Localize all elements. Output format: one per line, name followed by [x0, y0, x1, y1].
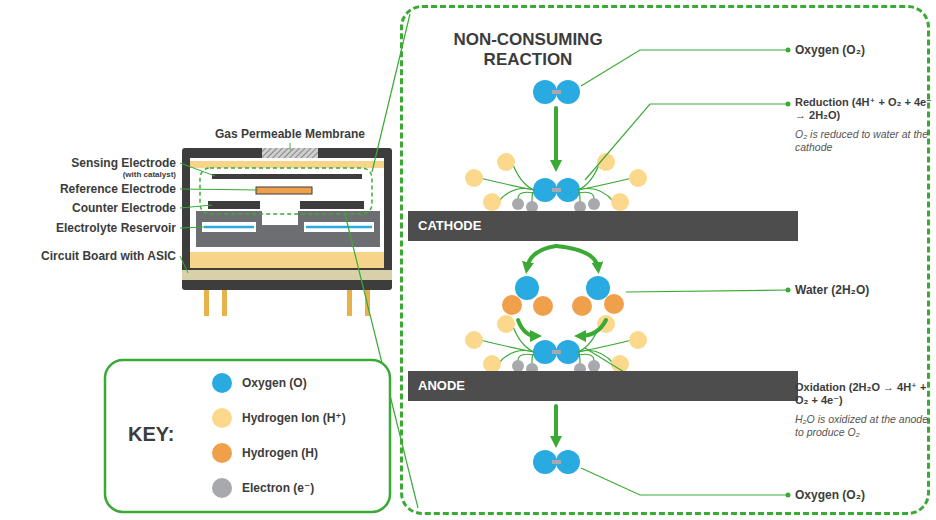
legend-text: Hydrogen Ion (H⁺): [242, 411, 346, 425]
electrode-name: CATHODE: [408, 211, 798, 241]
part-note: (with catalyst): [123, 170, 176, 180]
part-label: Counter Electrode: [72, 201, 176, 215]
legend-text: Electron (e⁻): [242, 481, 314, 495]
molecules: [502, 80, 624, 474]
species-label: Oxygen (O₂): [795, 43, 865, 57]
key-heading: KEY:: [128, 422, 174, 446]
leader-dots: [786, 48, 791, 498]
part-label: Gas Permeable Membrane: [200, 127, 380, 141]
reaction-equation: Oxidation (2H₂O → 4H⁺ + O₂ + 4e⁻): [795, 381, 933, 407]
reaction-note: H₂O is oxidized at the anode to produce …: [795, 413, 933, 438]
legend-swatch: [212, 478, 232, 498]
legend-text: Hydrogen (H): [242, 446, 318, 460]
part-label: Sensing Electrode: [71, 156, 176, 170]
legend-swatch: [212, 373, 232, 393]
ion-cluster: [465, 153, 647, 375]
electrode-name: ANODE: [408, 371, 798, 401]
part-label: Reference Electrode: [60, 182, 176, 196]
key-box: [105, 360, 390, 512]
sensor-housing: [182, 148, 392, 316]
reaction-panel: NON-CONSUMING REACTION CATHODE ANODE: [400, 5, 930, 515]
reaction-note: O₂ is reduced to water at the cathode: [795, 128, 933, 153]
leader-lines: [581, 50, 788, 495]
zoom-region: [200, 168, 372, 214]
legend-text: Oxygen (O): [242, 376, 307, 390]
species-label: Oxygen (O₂): [795, 488, 865, 502]
part-label: Electrolyte Reservoir: [56, 221, 176, 235]
zoom-line: [372, 14, 410, 172]
reaction-equation: Reduction (4H⁺ + O₂ + 4e⁻ → 2H₂O): [795, 96, 933, 122]
panel-title: NON-CONSUMING REACTION: [443, 30, 613, 71]
electrode-bar: ANODE: [408, 371, 798, 401]
legend-swatch: [212, 443, 232, 463]
electrode-bar: CATHODE: [408, 211, 798, 241]
species-label: Water (2H₂O): [795, 283, 869, 297]
leader-lines: [180, 143, 290, 273]
legend-swatch: [212, 408, 232, 428]
part-label: Circuit Board with ASIC: [41, 249, 176, 263]
